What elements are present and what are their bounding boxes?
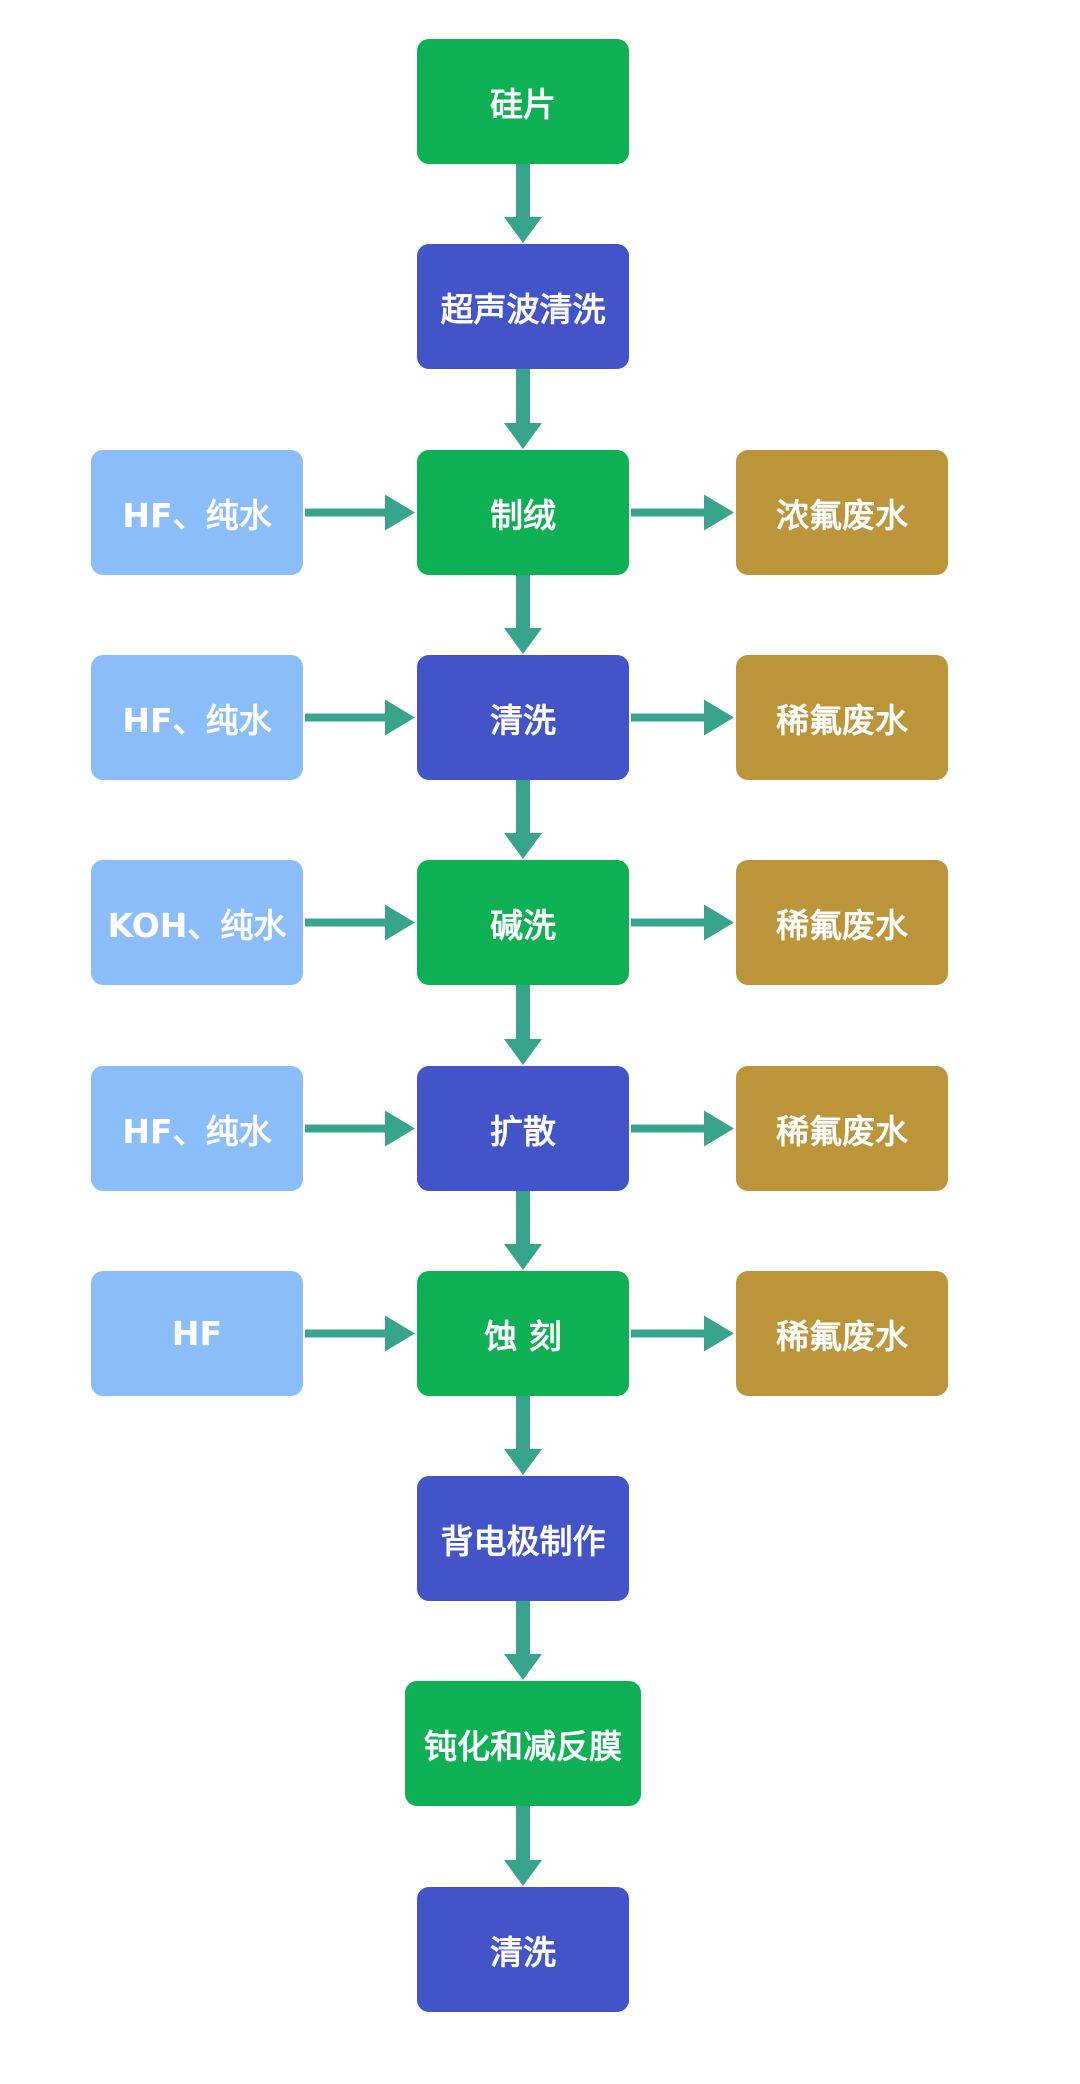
input-arrow (305, 699, 415, 736)
wastewater-node: 稀氟废水 (736, 655, 948, 780)
output-arrow (631, 904, 734, 941)
flow-arrow-2 (504, 369, 542, 449)
wastewater-node: 稀氟废水 (736, 1066, 948, 1191)
process-node-final-cleaning: 清洗 (417, 1887, 629, 2012)
input-node: HF、纯水 (91, 655, 303, 780)
output-arrow (631, 699, 734, 736)
flow-arrow-9 (504, 1806, 542, 1886)
process-node-texturing: 制绒 (417, 450, 629, 575)
output-arrow (631, 494, 734, 531)
wastewater-node: 浓氟废水 (736, 450, 948, 575)
input-arrow (305, 904, 415, 941)
input-node: KOH、纯水 (91, 860, 303, 985)
process-node-cleaning: 清洗 (417, 655, 629, 780)
process-node-diffusion: 扩散 (417, 1066, 629, 1191)
flow-arrow-3 (504, 575, 542, 654)
process-node-passivation-arc: 钝化和减反膜 (405, 1681, 641, 1806)
input-node: HF、纯水 (91, 1066, 303, 1191)
input-node: HF、纯水 (91, 450, 303, 575)
flow-arrow-6 (504, 1191, 542, 1270)
process-node-wafer: 硅片 (417, 39, 629, 164)
flow-arrow-4 (504, 780, 542, 859)
process-node-ultrasonic-cleaning: 超声波清洗 (417, 244, 629, 369)
flow-arrow-5 (504, 985, 542, 1065)
input-arrow (305, 1110, 415, 1147)
output-arrow (631, 1315, 734, 1352)
output-arrow (631, 1110, 734, 1147)
flow-arrow-7 (504, 1396, 542, 1475)
input-arrow (305, 1315, 415, 1352)
input-arrow (305, 494, 415, 531)
flow-arrow-8 (504, 1601, 542, 1680)
flow-arrow-1 (504, 164, 542, 243)
process-node-alkaline-wash: 碱洗 (417, 860, 629, 985)
process-node-etching: 蚀 刻 (417, 1271, 629, 1396)
input-node: HF (91, 1271, 303, 1396)
wastewater-node: 稀氟废水 (736, 860, 948, 985)
process-node-back-electrode: 背电极制作 (417, 1476, 629, 1601)
wastewater-node: 稀氟废水 (736, 1271, 948, 1396)
